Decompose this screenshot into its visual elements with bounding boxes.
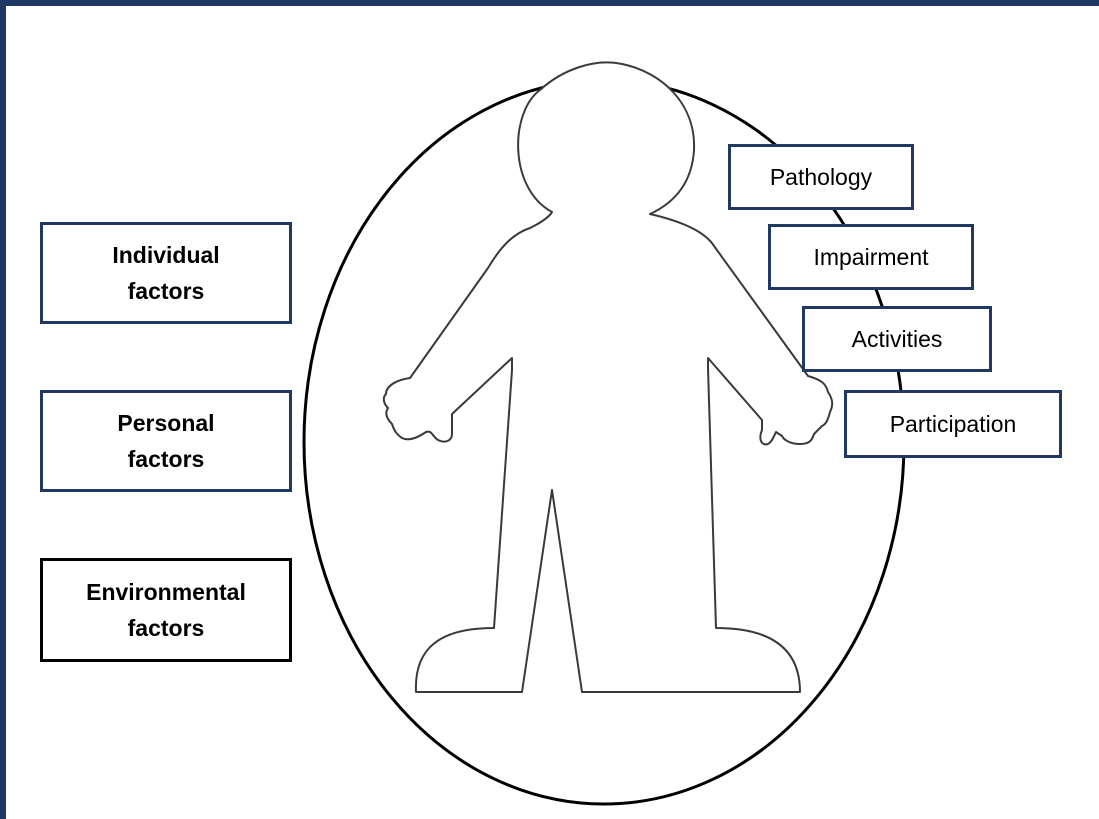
environmental-factors-label: Environmental factors: [86, 579, 246, 641]
participation-label: Participation: [889, 410, 1017, 437]
participation-box: Participation: [844, 390, 1062, 458]
activities-box: Activities: [802, 306, 992, 372]
person-body-outline: [382, 61, 834, 693]
impairment-label: Impairment: [813, 243, 929, 270]
person-figure: [382, 61, 834, 693]
pathology-box: Pathology: [728, 144, 914, 210]
personal-factors-box: Personal factors: [40, 390, 292, 492]
activities-label: Activities: [851, 325, 943, 352]
pathology-label: Pathology: [769, 163, 873, 190]
personal-factors-label: Personal factors: [117, 410, 215, 472]
impairment-box: Impairment: [768, 224, 974, 290]
individual-factors-label: Individual factors: [112, 242, 220, 304]
environmental-factors-box: Environmental factors: [40, 558, 292, 662]
individual-factors-box: Individual factors: [40, 222, 292, 324]
